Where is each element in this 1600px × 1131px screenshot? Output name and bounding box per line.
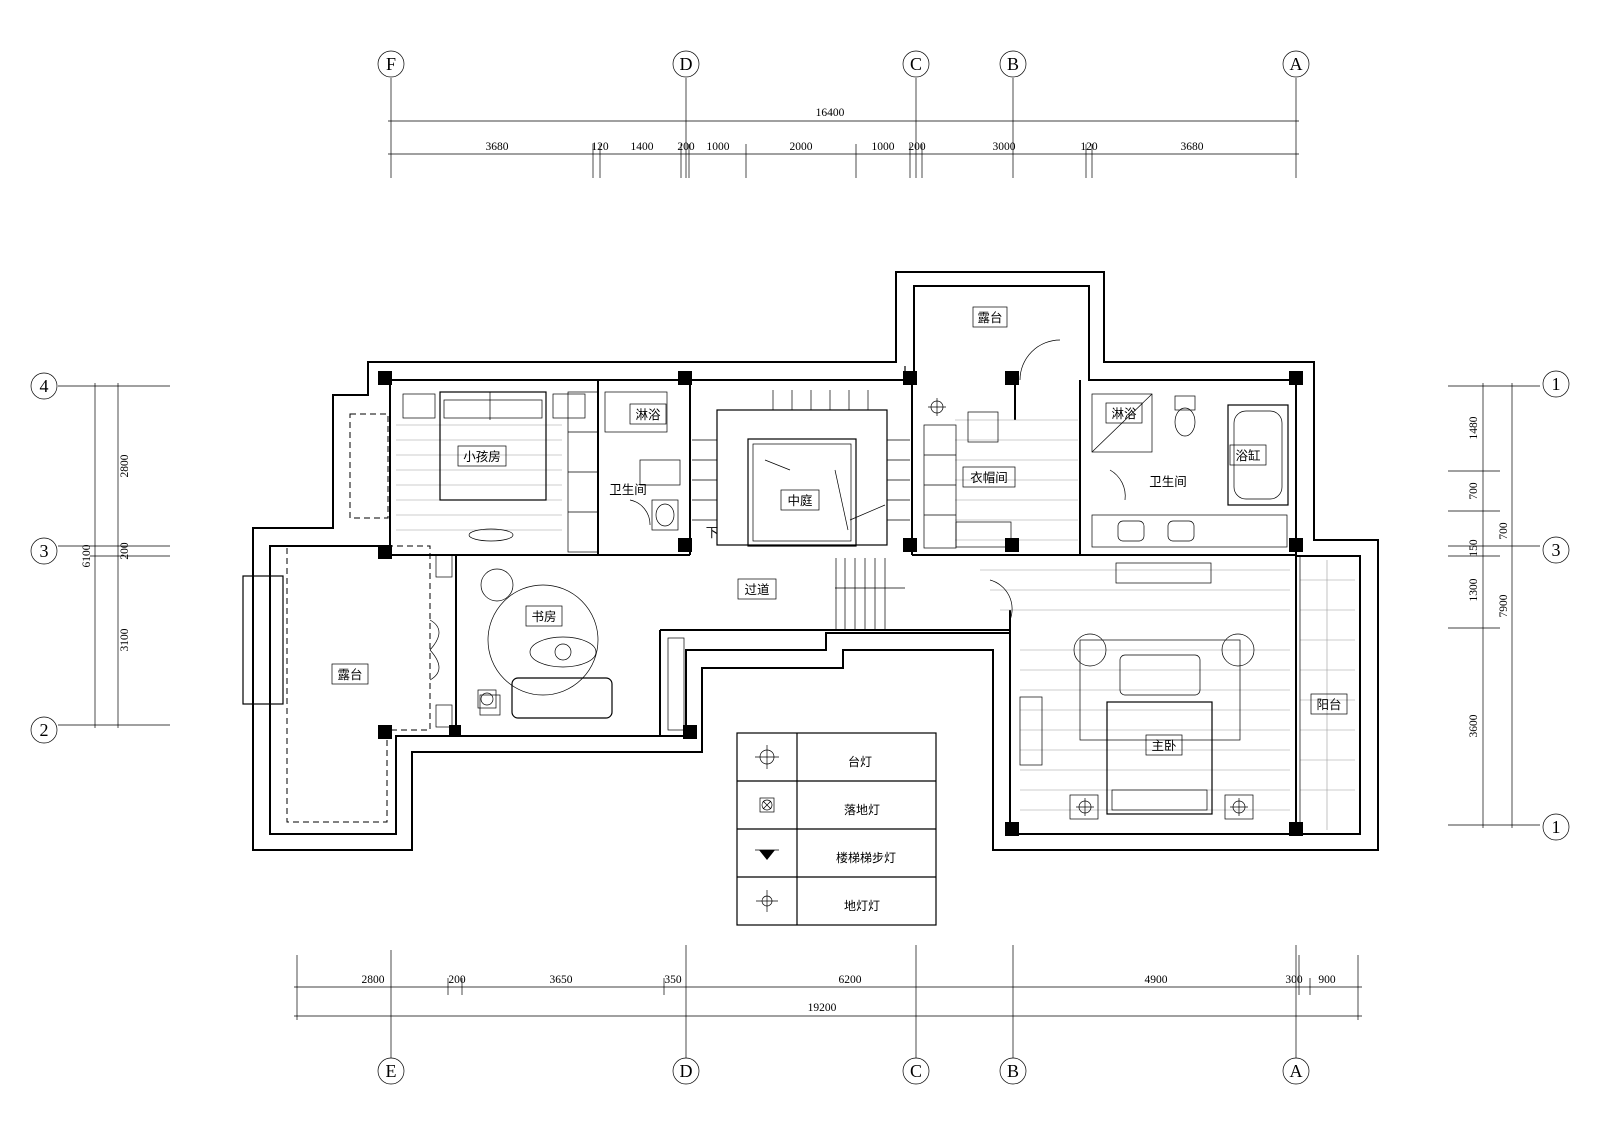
doors	[629, 339, 1126, 621]
axis-label: B	[1007, 1061, 1019, 1081]
room-label-study: 书房	[531, 609, 556, 624]
axis-label: B	[1007, 54, 1019, 74]
axis-label: D	[680, 1061, 693, 1081]
axis-label: A	[1290, 1061, 1303, 1081]
bottom-dim: 350	[664, 974, 682, 986]
axis-label: F	[386, 54, 396, 74]
bottom-dim: 3650	[550, 974, 573, 986]
right-total-dim: 7900	[1498, 594, 1510, 617]
columns	[378, 371, 1303, 836]
right-dim: 1300	[1468, 578, 1480, 601]
room-label-courtyard: 中庭	[787, 493, 813, 508]
bottom-dim: 300	[1285, 974, 1303, 986]
top-dim: 1000	[707, 141, 730, 153]
table-lamp-icon	[755, 745, 779, 769]
staircase	[692, 390, 910, 630]
room-label-bathtub: 浴缸	[1235, 448, 1260, 463]
building-walls	[252, 271, 1379, 851]
top-dim: 1000	[872, 141, 895, 153]
bottom-total-dim: 19200	[808, 1002, 837, 1014]
axis-label: D	[680, 54, 693, 74]
room-label-shower-master: 淋浴	[1111, 406, 1137, 421]
room-label-terrace-left: 露台	[337, 667, 362, 682]
floor-light-icon	[756, 890, 778, 912]
room-label-terrace-top: 露台	[977, 310, 1002, 325]
bottom-dim: 4900	[1145, 974, 1168, 986]
axis-label: E	[386, 1061, 397, 1081]
top-dim: 1400	[631, 141, 654, 153]
axis-label: A	[1290, 54, 1303, 74]
top-axis-markers: F D C B A	[377, 50, 1310, 178]
bottom-dim: 900	[1318, 974, 1336, 986]
master-bath-fixtures	[1091, 393, 1289, 548]
floor-lamp-icon	[477, 689, 497, 709]
axis-label: 3	[40, 541, 49, 561]
legend-label-stair-light: 楼梯梯步灯	[836, 850, 896, 865]
right-dim: 700	[1468, 482, 1480, 500]
bathroom-small-fixtures	[604, 391, 681, 531]
master-bedroom-furniture	[1019, 556, 1301, 830]
room-label-wc-small: 卫生间	[609, 482, 647, 497]
room-label-wc-master: 卫生间	[1149, 474, 1187, 489]
legend-label-floor-light: 地灯灯	[844, 899, 880, 913]
lamp-symbols	[477, 398, 1248, 816]
left-terrace	[242, 545, 440, 823]
top-dimension-chain: 16400 3680 120 1400 200 1000 2000 1000 2…	[388, 107, 1299, 178]
floor-lamp-icon	[759, 797, 775, 813]
bottom-dim: 2800	[362, 974, 385, 986]
left-total-dim: 6100	[81, 544, 93, 567]
top-dim: 200	[908, 141, 926, 153]
study-furniture	[435, 554, 685, 731]
room-label-kids-room: 小孩房	[463, 449, 501, 464]
top-dim: 3680	[486, 141, 509, 153]
top-total-dim: 16400	[816, 107, 845, 119]
top-dim: 120	[1080, 141, 1098, 153]
room-label-master-bedroom: 主卧	[1151, 738, 1176, 753]
left-dimension-chain: 6100 2800 200 3100 4 3 2	[30, 372, 170, 744]
right-dim: 3600	[1468, 714, 1480, 737]
room-labels: 露台 小孩房 淋浴 卫生间 中庭 衣帽间 淋浴 浴缸 卫生间 过道 书房 露台 …	[331, 306, 1348, 756]
axis-label: 1	[1552, 374, 1561, 394]
legend-label-table-lamp: 台灯	[848, 754, 872, 769]
left-dim: 2800	[119, 454, 131, 477]
axis-label: C	[910, 54, 922, 74]
closet-furniture	[923, 411, 1012, 549]
room-label-closet: 衣帽间	[970, 470, 1008, 485]
axis-label: 4	[40, 376, 49, 396]
room-label-corridor: 过道	[744, 582, 770, 597]
table-lamp-icon	[1230, 798, 1248, 816]
right-dim: 150	[1468, 539, 1480, 557]
top-dim: 120	[591, 141, 609, 153]
top-dim: 3680	[1181, 141, 1204, 153]
room-label-shower: 淋浴	[635, 407, 661, 422]
room-label-balcony: 阳台	[1316, 697, 1341, 712]
right-dimension-chain: 1480 700 150 1300 3600 700 7900 1 3 1	[1448, 370, 1570, 841]
floor-pattern	[396, 419, 1355, 830]
legend-label-floor-lamp: 落地灯	[844, 803, 880, 817]
top-dim: 2000	[790, 141, 813, 153]
top-dim: 3000	[993, 141, 1016, 153]
bottom-dim: 6200	[839, 974, 862, 986]
axis-label: 3	[1552, 540, 1561, 560]
bottom-dim: 200	[448, 974, 466, 986]
left-dim: 3100	[119, 628, 131, 651]
axis-label: C	[910, 1061, 922, 1081]
bottom-dimension-chain: 2800 200 3650 350 6200 4900 300 900 1920…	[294, 945, 1362, 1085]
right-dim: 1480	[1468, 416, 1480, 439]
table-lamp-icon	[928, 398, 946, 416]
table-lamp-icon	[1076, 798, 1094, 816]
right-dim: 700	[1498, 522, 1510, 540]
legend: 台灯 落地灯 楼梯梯步灯 地灯灯	[736, 732, 937, 926]
axis-label: 1	[1552, 817, 1561, 837]
stair-down-label: 下	[706, 525, 719, 540]
kids-room-furniture	[349, 391, 599, 553]
axis-label: 2	[40, 720, 49, 740]
left-dim: 200	[119, 542, 131, 560]
stair-step-light-icon	[755, 849, 779, 860]
